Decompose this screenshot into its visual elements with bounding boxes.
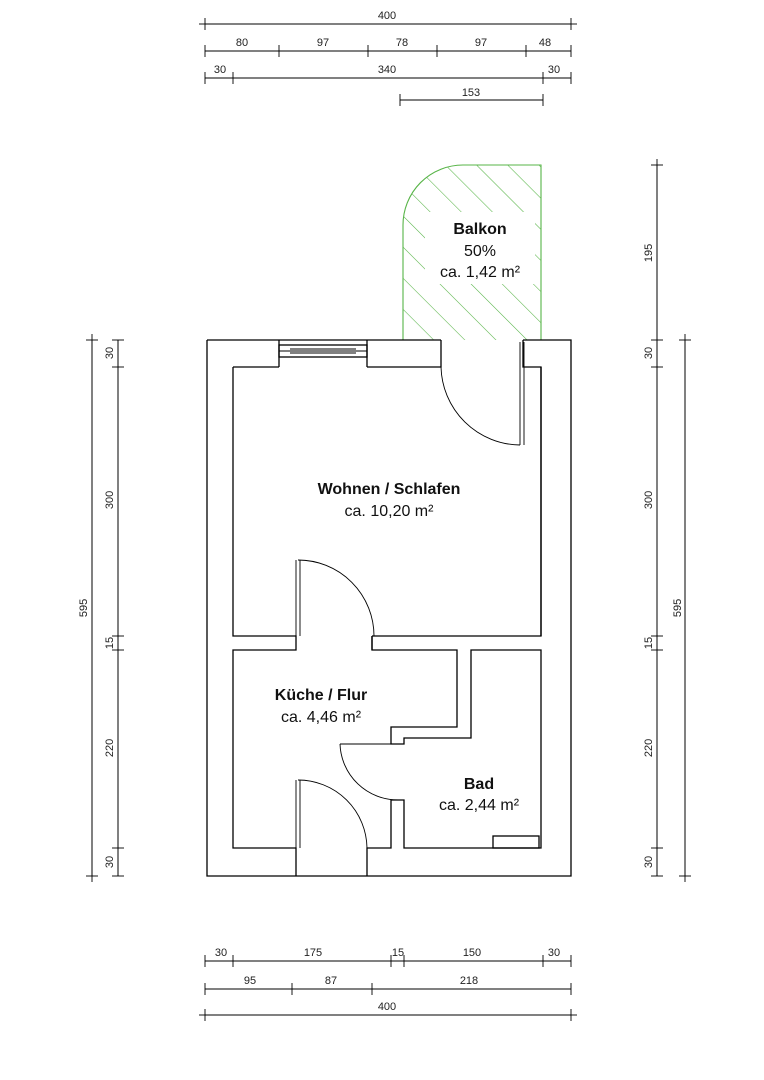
right-dim-seg-4: 220 (643, 739, 655, 757)
top-dim-row3-2: 340 (378, 64, 396, 76)
bottom-dim-row1-3: 15 (392, 947, 404, 959)
wohnen-area: ca. 10,20 m² (345, 503, 435, 520)
bottom-dim-row1-2: 175 (304, 947, 322, 959)
doors (295, 340, 525, 849)
bottom-dim-row1-5: 30 (548, 947, 560, 959)
bottom-dim-row1-1: 30 (215, 947, 227, 959)
right-dim-seg-3: 15 (643, 637, 655, 649)
top-dim-row2-3: 78 (396, 37, 408, 49)
right-dim-balcony: 195 (643, 244, 655, 262)
left-dim-seg-1: 30 (104, 347, 116, 359)
kueche-area: ca. 4,46 m² (281, 709, 362, 726)
right-dim-total: 595 (672, 599, 684, 617)
bottom-dim-row2-1: 95 (244, 975, 256, 987)
balkon-name: Balkon (453, 221, 506, 238)
left-dim-seg-3: 15 (104, 637, 116, 649)
bad-name: Bad (464, 776, 494, 793)
top-dim-row2-5: 48 (539, 37, 551, 49)
bottom-dim-row2-3: 218 (460, 975, 478, 987)
top-dim-row3-1: 30 (214, 64, 226, 76)
top-dim-balcony: 153 (462, 87, 480, 99)
left-dim-seg-2: 300 (104, 491, 116, 509)
room-label-bad: Bad ca. 2,44 m² (439, 776, 520, 814)
bathroom-door (339, 743, 399, 801)
left-dim-seg-4: 220 (104, 739, 116, 757)
room-label-kueche: Küche / Flur ca. 4,46 m² (275, 687, 367, 726)
bad-area: ca. 2,44 m² (439, 797, 520, 814)
left-dimension-chain: 595 30 300 15 220 30 (78, 334, 124, 882)
bottom-dim-row1-4: 150 (463, 947, 481, 959)
walls (206, 339, 572, 877)
room-label-wohnen: Wohnen / Schlafen ca. 10,20 m² (318, 481, 461, 520)
right-dim-seg-1: 30 (643, 347, 655, 359)
right-dim-seg-5: 30 (643, 856, 655, 868)
left-dim-seg-5: 30 (104, 856, 116, 868)
right-dim-seg-2: 300 (643, 491, 655, 509)
living-room-door (295, 559, 375, 637)
bottom-dim-row2-2: 87 (325, 975, 337, 987)
top-dim-row3-3: 30 (548, 64, 560, 76)
balcony (402, 164, 542, 340)
balkon-factor: 50% (464, 243, 496, 260)
top-dimension-chain: 400 80 97 78 97 48 30 340 30 153 (199, 10, 577, 106)
right-dimension-chain: 195 30 300 15 220 30 595 (643, 159, 691, 882)
top-dim-row2-2: 97 (317, 37, 329, 49)
bottom-dim-total: 400 (378, 1001, 396, 1013)
bottom-dimension-chain: 30 175 15 150 30 95 87 218 400 (199, 947, 577, 1021)
kueche-name: Küche / Flur (275, 687, 367, 704)
top-dim-total: 400 (378, 10, 396, 22)
top-dim-row2-4: 97 (475, 37, 487, 49)
balkon-area: ca. 1,42 m² (440, 264, 521, 281)
left-dim-total: 595 (78, 599, 90, 617)
balcony-door (440, 340, 525, 446)
wohnen-name: Wohnen / Schlafen (318, 481, 461, 498)
entrance-door (295, 779, 368, 849)
room-label-balkon: Balkon 50% ca. 1,42 m² (440, 221, 521, 281)
top-dim-row2-1: 80 (236, 37, 248, 49)
